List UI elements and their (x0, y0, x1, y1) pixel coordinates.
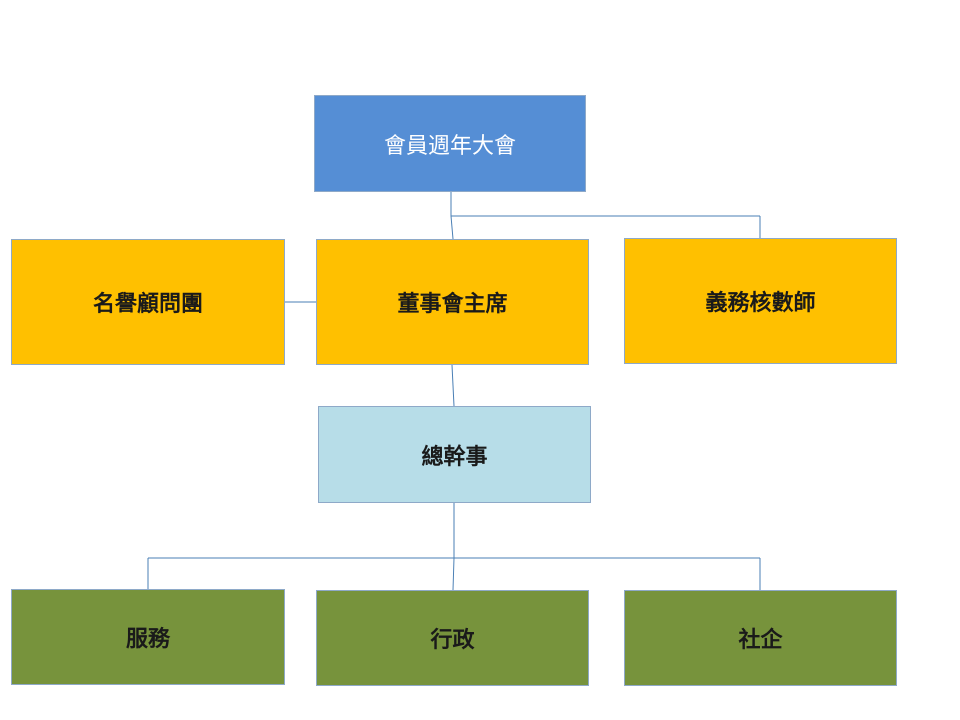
node-general-secretary: 總幹事 (318, 406, 591, 503)
node-label: 董事會主席 (397, 292, 508, 317)
node-label: 名譽顧問團 (92, 292, 203, 317)
connector-line (450, 215, 454, 240)
node-social-enterprise: 社企 (624, 590, 897, 686)
node-board-chairman: 董事會主席 (316, 239, 589, 365)
connector-line (452, 557, 455, 591)
node-label: 義務核數師 (705, 291, 816, 316)
node-label: 會員週年大會 (383, 133, 516, 159)
node-administration: 行政 (316, 590, 589, 686)
node-general-meeting: 會員週年大會 (314, 95, 586, 192)
node-label: 服務 (125, 627, 170, 652)
connector-line (451, 364, 455, 407)
node-honorary-advisors: 名譽顧問團 (11, 239, 285, 365)
node-services: 服務 (11, 589, 285, 685)
node-honorary-auditor: 義務核數師 (624, 238, 897, 364)
node-label: 社企 (738, 628, 783, 653)
node-label: 行政 (430, 628, 475, 653)
node-label: 總幹事 (421, 444, 488, 470)
